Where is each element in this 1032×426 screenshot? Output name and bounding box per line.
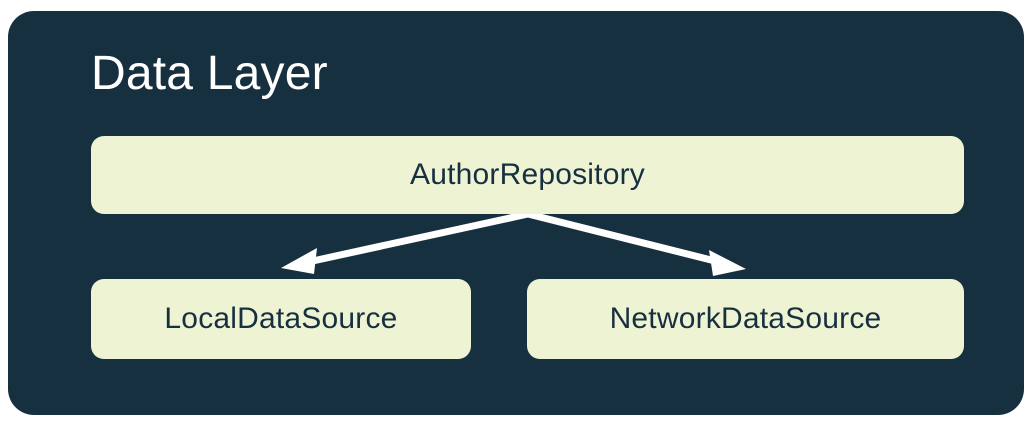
- node-network-data-source-label: NetworkDataSource: [609, 302, 882, 335]
- node-author-repository[interactable]: AuthorRepository: [91, 136, 964, 214]
- layer-title: Data Layer: [91, 47, 328, 100]
- node-author-repository-label: AuthorRepository: [410, 158, 645, 191]
- node-network-data-source[interactable]: NetworkDataSource: [527, 279, 964, 359]
- node-local-data-source[interactable]: LocalDataSource: [91, 279, 471, 359]
- node-local-data-source-label: LocalDataSource: [164, 302, 398, 335]
